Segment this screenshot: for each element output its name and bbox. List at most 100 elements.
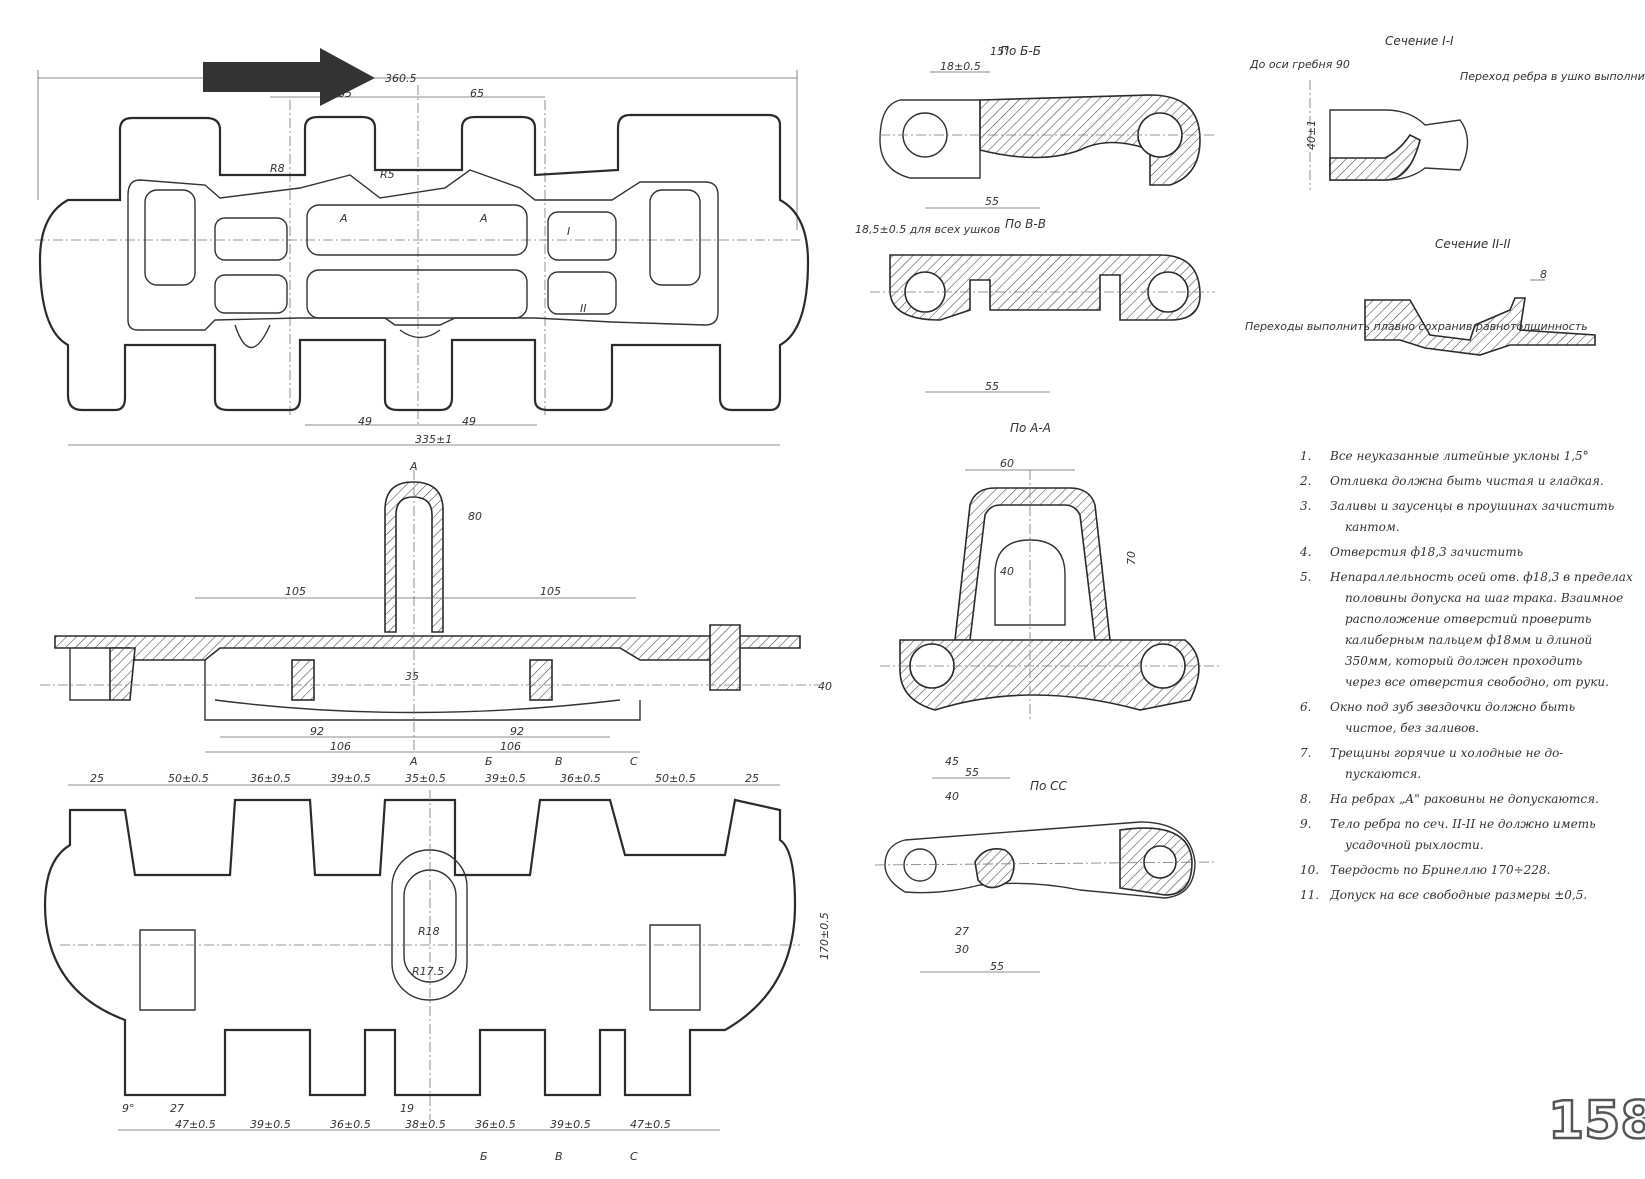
note-line: Допуск на все свободные размеры ±0,5. xyxy=(1329,888,1587,902)
note-line: Непараллельность осей отв. ф18,3 в преде… xyxy=(1329,570,1633,584)
dim-170: 170±0.5 xyxy=(818,912,831,960)
plan-top-dim: 35±0.5 xyxy=(405,772,446,785)
note-line: калиберным пальцем ф18мм и длиной xyxy=(1345,633,1592,647)
view-ss-dim-30: 30 xyxy=(955,943,969,956)
note-line: через все отверстия свободно, от руки. xyxy=(1345,675,1609,689)
dim-80-height: 80 xyxy=(468,510,482,523)
section-mark-I: I xyxy=(567,225,570,238)
plan-bottom-dim: 39±0.5 xyxy=(550,1118,591,1131)
plan-bottom-dim: 38±0.5 xyxy=(405,1118,446,1131)
dim-92-left: 92 xyxy=(310,725,324,738)
label-r18: R18 xyxy=(418,925,440,938)
plan-section-mark-bottom: В xyxy=(555,1150,563,1163)
dim-bottom-left: 49 xyxy=(358,415,372,428)
note-line: кантом. xyxy=(1345,520,1400,534)
note-number: 1. xyxy=(1300,449,1311,463)
plan-bottom-dim: 9° xyxy=(122,1102,135,1115)
section-mark-II: II xyxy=(580,302,587,315)
note-number: 2. xyxy=(1299,474,1311,488)
plan-section-mark-top: Б xyxy=(485,755,493,768)
note-line: Трещины горячие и холодные не до- xyxy=(1330,746,1563,760)
view-aa-title: По А-А xyxy=(1010,421,1051,435)
view-ss-dim-27: 27 xyxy=(955,925,969,938)
note-line: На ребрах „А" раковины не допускаются. xyxy=(1329,792,1599,806)
note-line: пускаются. xyxy=(1345,767,1421,781)
view-bb-dim-top: 18±0.5 xyxy=(940,60,981,73)
plan-top-dim: 25 xyxy=(745,772,759,785)
view-aa-dim-70: 70 xyxy=(1125,551,1138,565)
side-section-marker: A xyxy=(409,460,418,473)
view-vv-note: 18,5±0.5 для всех ушков xyxy=(855,223,1000,236)
label-a-right: A xyxy=(479,212,488,225)
page-number: 158 xyxy=(1548,1091,1645,1151)
view-vv: По В-В 18,5±0.5 для всех ушков 55 xyxy=(855,217,1215,393)
section-II-title: Сечение II-II xyxy=(1435,237,1511,251)
section-I-note-left: До оси гребня 90 xyxy=(1249,58,1350,71)
dim-106-left: 106 xyxy=(330,740,351,753)
label-r175: R17.5 xyxy=(412,965,444,978)
plan-section-mark-top: С xyxy=(630,755,638,768)
plan-top-dim: 36±0.5 xyxy=(250,772,291,785)
view-bb-angle: 15° xyxy=(990,45,1010,58)
plan-bottom-dim: 36±0.5 xyxy=(475,1118,516,1131)
dim-bottom-overall: 335±1 xyxy=(415,433,452,446)
plan-section-mark-top: A xyxy=(409,755,418,768)
label-r5: R5 xyxy=(380,168,395,181)
dim-106-right: 106 xyxy=(500,740,521,753)
plan-bottom-dim: 47±0.5 xyxy=(175,1118,216,1131)
plan-bottom-dim: 27 xyxy=(170,1102,184,1115)
view-bb: По Б-Б 18±0.5 15° 55 xyxy=(879,44,1215,209)
note-number: 4. xyxy=(1299,545,1311,559)
note-line: Отливка должна быть чистая и гладкая. xyxy=(1330,474,1604,488)
plan-top-dim: 50±0.5 xyxy=(655,772,696,785)
section-II: Сечение II-II 8 Переходы выполнить плавн… xyxy=(1245,237,1596,356)
note-number: 7. xyxy=(1300,746,1311,760)
note-number: 9. xyxy=(1300,817,1311,831)
view-ss-dim-55: 55 xyxy=(990,960,1004,973)
section-I: Сечение I-I До оси гребня 90 Переход реб… xyxy=(1249,34,1645,190)
dim-92-right: 92 xyxy=(510,725,524,738)
plan-top-dim: 39±0.5 xyxy=(485,772,526,785)
dim-19: 19 xyxy=(400,1102,414,1115)
view-bb-title: По Б-Б xyxy=(1000,44,1041,58)
note-line: Отверстия ф18,3 зачистить xyxy=(1330,545,1523,559)
view-aa-dim-40: 40 xyxy=(1000,565,1014,578)
note-number: 3. xyxy=(1300,499,1311,513)
view-aa-dim-60: 60 xyxy=(1000,457,1014,470)
note-number: 5. xyxy=(1300,570,1311,584)
view-bb-dim-bottom: 55 xyxy=(985,195,999,208)
note-line: Тело ребра по сеч. II-II не должно иметь xyxy=(1330,817,1596,831)
dim-40-height: 40 xyxy=(818,680,832,693)
note-line: расположение отверстий проверить xyxy=(1345,612,1591,626)
note-line: Окно под зуб звездочки должно быть xyxy=(1330,700,1575,714)
label-r8: R8 xyxy=(270,162,285,175)
note-line: половины допуска на шаг трака. Взаимное xyxy=(1345,591,1623,605)
view-ss: По СС 40 27 30 55 xyxy=(874,779,1216,973)
plan-view: 25 50±0.5 36±0.5 39±0.5 35±0.5 39±0.5 36±0.5 50… xyxy=(43,755,831,1163)
top-view: 360.5 65 65 49 49 335±1 A A I II R8 R5 xyxy=(35,70,810,446)
view-ss-title: По СС xyxy=(1030,779,1068,793)
plan-bottom-dim: 47±0.5 xyxy=(630,1118,671,1131)
plan-top-dim: 50±0.5 xyxy=(168,772,209,785)
dim-bottom-right: 49 xyxy=(462,415,476,428)
view-vv-dim-bottom: 55 xyxy=(985,380,999,393)
view-aa-dim-45: 45 xyxy=(945,755,959,768)
dim-105-right: 105 xyxy=(540,585,561,598)
technical-notes: 1.Все неуказанные литейные уклоны 1,5°2.… xyxy=(1299,449,1633,902)
label-a-left: A xyxy=(339,212,348,225)
section-I-title: Сечение I-I xyxy=(1385,34,1454,48)
plan-bottom-dim: 36±0.5 xyxy=(330,1118,371,1131)
side-section-view: A 105 105 35 92 92 106 106 40 80 xyxy=(40,460,832,753)
plan-top-dim: 25 xyxy=(90,772,104,785)
dim-overall: 360.5 xyxy=(385,72,417,85)
note-number: 11. xyxy=(1300,888,1319,902)
arrow-right-icon xyxy=(203,48,375,106)
note-number: 10. xyxy=(1300,863,1319,877)
note-line: чистое, без заливов. xyxy=(1345,721,1479,735)
note-line: Заливы и заусенцы в проушинах зачистить xyxy=(1330,499,1614,513)
section-I-note-right: Переход ребра в ушко выполнить плавно. xyxy=(1460,70,1645,83)
plan-top-dim: 39±0.5 xyxy=(330,772,371,785)
plan-section-mark-bottom: С xyxy=(630,1150,638,1163)
plan-bottom-dim: 39±0.5 xyxy=(250,1118,291,1131)
